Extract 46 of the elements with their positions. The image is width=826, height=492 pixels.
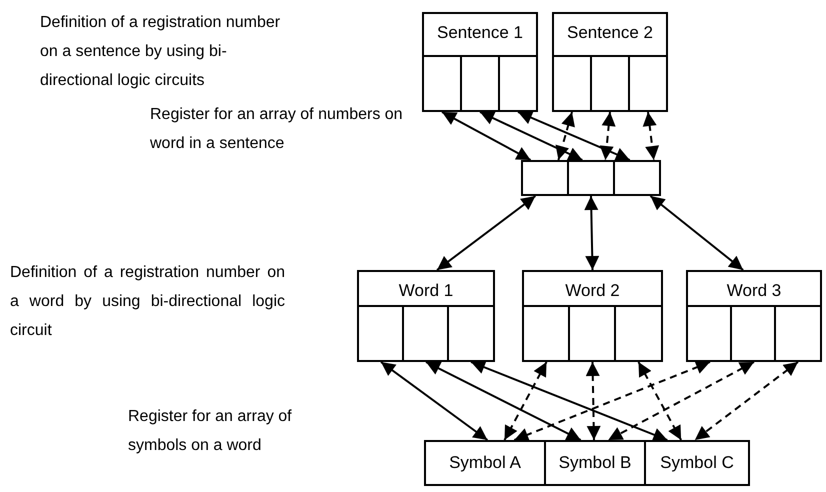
arrow (650, 195, 744, 271)
symbol-box (424, 440, 546, 486)
note-text: Register for an array of numbers on word in a sentence (150, 105, 404, 154)
box-title: Word 3 (726, 281, 782, 301)
arrow (480, 111, 583, 161)
record-box (686, 270, 822, 362)
arrow (442, 111, 532, 161)
record-box (357, 270, 495, 362)
box-title: Sentence 2 (566, 23, 653, 43)
note-text: Definition of a registration number on a sentence by using bi-directional logic circuits (40, 13, 282, 91)
arrow (470, 360, 668, 442)
note-text: Register for an array of symbols on a word (128, 407, 293, 456)
arrow (514, 360, 710, 442)
arrow (426, 361, 582, 441)
arrow (638, 362, 682, 440)
arrow (642, 112, 660, 160)
box-title: Symbol C (660, 453, 734, 473)
box-title: Sentence 1 (436, 23, 523, 43)
box-title: Symbol A (449, 453, 521, 473)
arrow (584, 196, 600, 270)
slot-cell (567, 160, 615, 196)
arrow (608, 361, 754, 441)
arrow (380, 361, 488, 441)
slot-cell (613, 160, 661, 196)
slot-cell (774, 304, 822, 362)
record-box (552, 12, 668, 112)
record-box (522, 270, 663, 362)
slot-cell (568, 304, 616, 362)
arrow (586, 362, 601, 440)
box-title: Symbol B (558, 453, 632, 473)
slot-cell (521, 160, 569, 196)
arrow (518, 111, 630, 161)
slot-cell (446, 304, 494, 362)
box-title: Word 1 (398, 281, 454, 301)
slot-cell (402, 304, 450, 362)
symbol-box (644, 440, 750, 486)
arrow (600, 112, 616, 160)
note-text: Definition of a registration number on a word by using bi-directional logic circuit (10, 263, 285, 341)
arrow (556, 112, 575, 160)
record-box (422, 12, 538, 112)
symbol-box (544, 440, 646, 486)
slot-cell (614, 304, 662, 362)
arrow (504, 362, 548, 440)
arrow (694, 361, 799, 441)
arrow (436, 195, 536, 271)
box-title: Word 2 (565, 281, 620, 301)
